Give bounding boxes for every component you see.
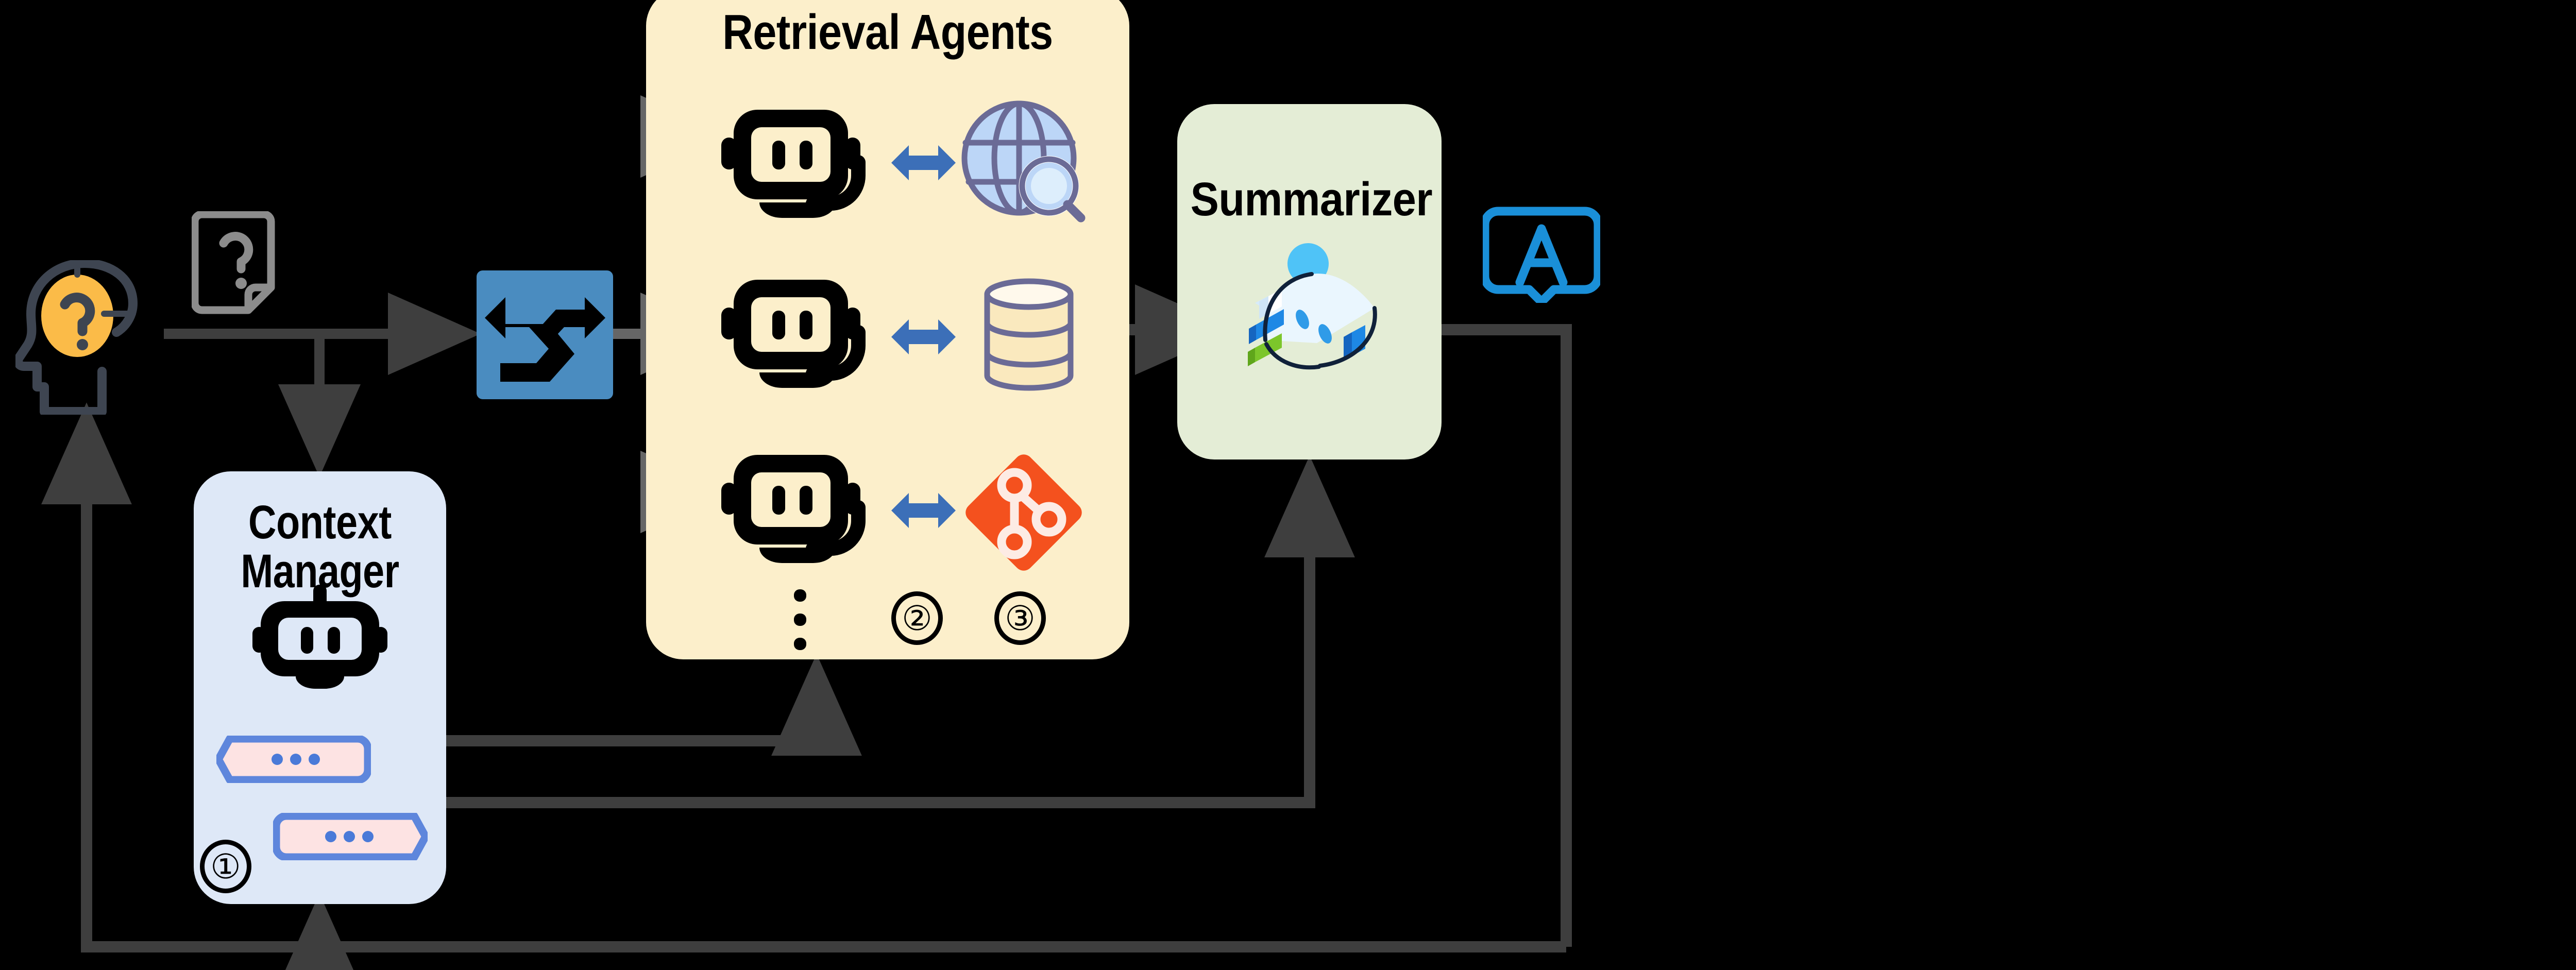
bidirectional-arrow-icon: [891, 313, 956, 361]
globe-search-icon[interactable]: [958, 95, 1087, 224]
step-marker-2: ②: [891, 591, 943, 645]
retrieval-agents-title: Retrieval Agents: [722, 5, 1053, 60]
shuffle-router-icon[interactable]: [477, 270, 613, 399]
vertical-ellipsis-icon: [791, 589, 809, 650]
isometric-summarizer-robot-icon[interactable]: [1224, 242, 1399, 397]
step-marker-3: ③: [994, 591, 1046, 645]
context-manager-title-line1: Context: [248, 496, 392, 549]
answer-speech-bubble-icon[interactable]: [1483, 205, 1600, 303]
user-head-question-icon[interactable]: [15, 260, 156, 415]
bidirectional-arrow-icon: [891, 139, 956, 186]
memory-record-chip-icon[interactable]: [216, 736, 371, 783]
summarizer-title: Summarizer: [1190, 173, 1433, 226]
wire-context-manager-to-agents: [444, 654, 862, 756]
robot-head-icon[interactable]: [252, 585, 387, 706]
context-manager-title: Context Manager: [216, 498, 423, 596]
database-cylinder-icon[interactable]: [964, 270, 1093, 399]
wire-summarizer-to-answer: [1386, 324, 1572, 947]
retrieval-agent-robot-icon[interactable]: [721, 100, 873, 222]
bidirectional-arrow-icon: [891, 487, 956, 534]
wire-context-manager-to-summarizer: [444, 455, 1355, 808]
retrieval-agent-robot-icon[interactable]: [721, 270, 873, 392]
question-document-icon[interactable]: [192, 211, 290, 327]
memory-record-chip-icon[interactable]: [273, 813, 428, 860]
git-branch-diamond-icon[interactable]: [959, 448, 1088, 577]
wire-answer-feedback-to-user: [41, 402, 1566, 952]
retrieval-agent-robot-icon[interactable]: [721, 446, 873, 567]
step-marker-1: ①: [200, 840, 251, 893]
